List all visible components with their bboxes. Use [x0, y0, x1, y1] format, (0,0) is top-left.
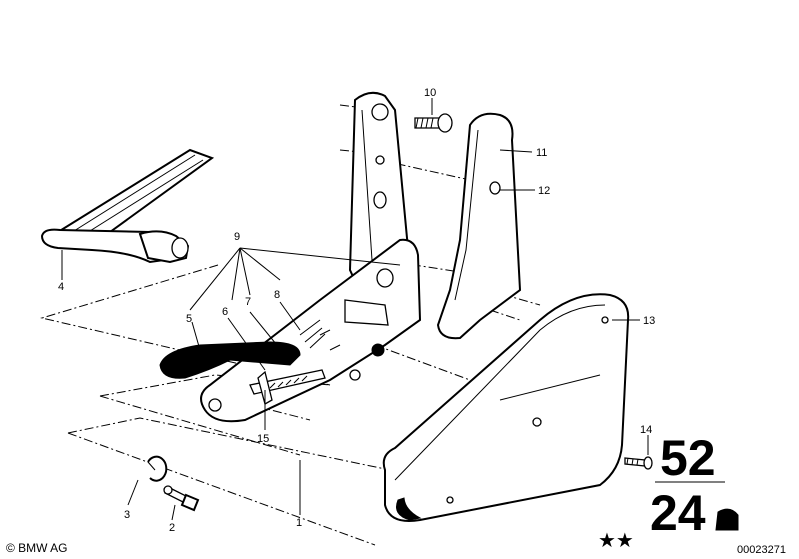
callout-4: 4 — [58, 281, 64, 293]
part-spring-assembly — [249, 319, 326, 405]
footer: © BMW AG ★★ 00023271 — [6, 530, 786, 556]
part-screw — [624, 456, 653, 470]
group-number: 52 24 — [650, 430, 739, 541]
part-backrest-plate — [436, 112, 522, 340]
callout-7: 7 — [245, 296, 251, 308]
diagram-id: 00023271 — [737, 544, 786, 556]
callout-12: 12 — [538, 185, 550, 197]
part-release-lever — [159, 341, 301, 379]
part-pin-bolt — [163, 485, 200, 512]
part-circlip — [147, 455, 168, 482]
group-number-top: 52 — [660, 430, 716, 486]
callout-2: 2 — [169, 522, 175, 534]
callout-15: 15 — [257, 433, 269, 445]
part-main-hinge-plate — [200, 238, 422, 423]
callout-10: 10 — [424, 87, 436, 99]
callout-11: 11 — [536, 147, 547, 159]
part-rail-bar — [40, 148, 215, 264]
callout-8: 8 — [274, 289, 280, 301]
callout-6: 6 — [222, 306, 228, 318]
callout-1: 1 — [296, 517, 302, 529]
part-bolt-upper — [414, 113, 453, 133]
part-side-cover — [382, 293, 630, 522]
stars-marker: ★★ — [598, 530, 634, 552]
callout-14: 14 — [640, 424, 652, 436]
callout-5: 5 — [186, 313, 192, 325]
callout-labels: 1 2 3 4 5 6 7 8 9 10 11 12 13 14 15 — [58, 87, 655, 534]
group-number-bottom: 24 — [650, 485, 706, 541]
copyright-notice: © BMW AG — [6, 541, 68, 555]
callout-3: 3 — [124, 509, 130, 521]
callout-9: 9 — [234, 231, 240, 243]
callout-13: 13 — [643, 315, 655, 327]
leader-lines — [61, 98, 649, 521]
